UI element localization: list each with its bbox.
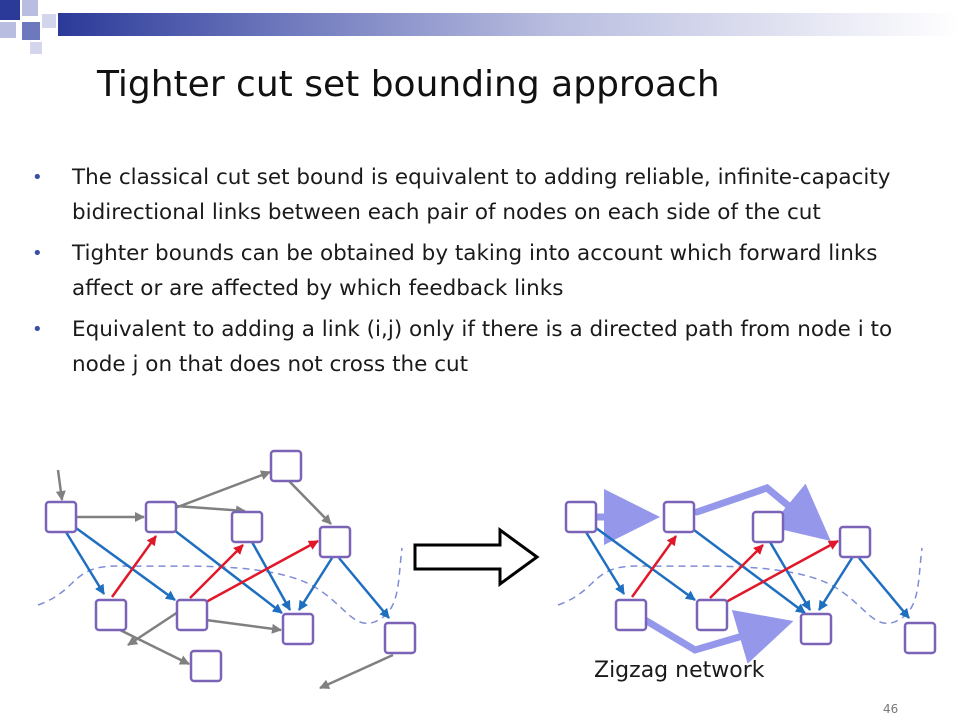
diagram-caption: Zigzag network: [594, 658, 765, 683]
network-diagram: [37, 449, 937, 690]
link-feedback: [189, 544, 244, 599]
network-node: [189, 649, 223, 683]
link-forward: [173, 529, 283, 614]
link-gray: [127, 610, 179, 647]
link-forward: [858, 557, 910, 619]
network-node: [44, 500, 78, 534]
network-node: [269, 449, 303, 483]
bullet-text: The classical cut set bound is equivalen…: [72, 165, 891, 225]
page-number: 46: [883, 702, 899, 716]
network-node: [614, 598, 648, 632]
bullet-text: Tighter bounds can be obtained by taking…: [72, 241, 878, 301]
network-node: [695, 598, 729, 632]
link-added: [693, 483, 831, 541]
link-forward: [817, 557, 854, 611]
network-node: [318, 525, 352, 559]
link-feedback: [709, 544, 764, 599]
network-node: [175, 598, 209, 632]
bullet-icon: •: [32, 167, 43, 188]
link-forward: [64, 531, 106, 595]
link-gray: [288, 480, 332, 525]
network-node: [564, 500, 598, 534]
network-node: [662, 500, 696, 534]
cut-line: [557, 547, 923, 625]
link-feedback: [630, 535, 678, 598]
bullet-item: • Tighter bounds can be obtained by takin…: [28, 236, 908, 306]
link-forward: [595, 526, 696, 602]
bullet-icon: •: [32, 319, 43, 340]
link-forward: [338, 557, 390, 619]
slide-title: Tighter cut set bounding approach: [97, 64, 720, 105]
bullet-list: • The classical cut set bound is equivale…: [28, 160, 908, 388]
link-forward: [693, 528, 806, 615]
link-gray: [319, 653, 394, 690]
link-forward: [250, 541, 292, 611]
network-node: [751, 510, 785, 544]
transform-arrow: [413, 527, 540, 587]
link-gray: [175, 504, 246, 516]
title-bar: [58, 13, 960, 36]
cut-line: [37, 547, 403, 625]
network-node: [144, 500, 178, 534]
network-node: [383, 621, 417, 655]
bullet-item: • The classical cut set bound is equivale…: [28, 160, 908, 230]
link-gray: [55, 469, 66, 501]
link-gray: [119, 628, 190, 666]
link-gray: [205, 618, 282, 634]
left-network: [37, 449, 417, 690]
link-feedback: [110, 535, 158, 598]
network-node: [838, 525, 872, 559]
network-node: [281, 612, 315, 646]
link-forward: [584, 531, 626, 595]
link-gray: [174, 470, 271, 510]
bullet-icon: •: [32, 243, 43, 264]
corner-decoration: [0, 0, 56, 54]
link-forward: [297, 557, 334, 611]
bullet-text: Equivalent to adding a link (i,j) only i…: [72, 317, 893, 377]
link-feedback: [205, 539, 319, 604]
right-network: [557, 483, 937, 664]
link-feedback: [725, 539, 839, 604]
network-node: [903, 621, 937, 655]
link-added: [641, 609, 794, 664]
network-node: [230, 510, 264, 544]
link-forward: [75, 526, 176, 602]
network-node: [799, 612, 833, 646]
link-forward: [768, 541, 812, 611]
bullet-item: • Equivalent to adding a link (i,j) only …: [28, 312, 908, 382]
network-node: [94, 598, 128, 632]
